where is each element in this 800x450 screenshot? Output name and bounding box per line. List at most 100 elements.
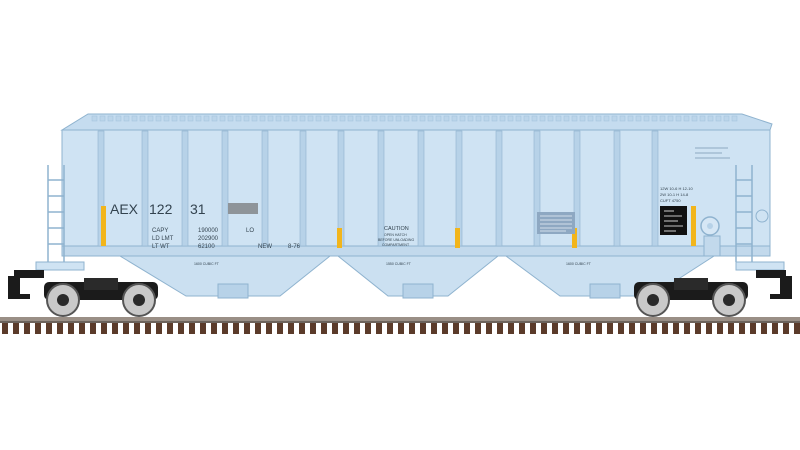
side-post	[181, 130, 189, 247]
tie	[706, 323, 712, 334]
roof-hatch	[691, 115, 698, 122]
dimension-line-2: 2W 10-1 H 14-8	[660, 192, 689, 197]
ld-lmt-label: LD LMT	[152, 236, 174, 242]
lt-wt-value: 62100	[198, 244, 215, 250]
tie	[211, 323, 217, 334]
tie	[343, 323, 349, 334]
caution-line3: COMPARTMENT	[382, 243, 410, 247]
hopper-bay-left	[118, 255, 332, 297]
cubic-ft-right: 1600 CUBIC FT	[566, 262, 592, 266]
truck-right	[634, 278, 748, 317]
roof-hatch	[675, 115, 682, 122]
tie	[123, 323, 129, 334]
roof-hatch	[459, 115, 466, 122]
roof-hatch	[467, 115, 474, 122]
roof-hatch	[347, 115, 354, 122]
roof-hatch	[91, 115, 98, 122]
roof-hatch	[595, 115, 602, 122]
tie	[728, 323, 734, 334]
ld-lmt-value: 202900	[198, 236, 219, 242]
roof-hatch	[619, 115, 626, 122]
roof-hatch	[539, 115, 546, 122]
caution-title: CAUTION	[384, 226, 409, 232]
brake-housing	[703, 235, 721, 257]
tie	[277, 323, 283, 334]
tie	[497, 323, 503, 334]
tie	[2, 323, 8, 334]
caution-line2: BEFORE UNLOADING	[378, 238, 414, 242]
roof-hatch	[267, 115, 274, 122]
tie	[717, 323, 723, 334]
roof-hatch	[171, 115, 178, 122]
side-post	[613, 130, 621, 247]
roof-hatch	[683, 115, 690, 122]
roof-hatch	[147, 115, 154, 122]
coupler-right	[756, 270, 792, 299]
tie	[112, 323, 118, 334]
roof-hatch	[387, 115, 394, 122]
tie	[288, 323, 294, 334]
outlet-gate-mid	[402, 283, 434, 299]
side-post	[417, 130, 425, 247]
tie	[222, 323, 228, 334]
roof-hatch	[427, 115, 434, 122]
tie	[233, 323, 239, 334]
tie	[563, 323, 569, 334]
tie	[486, 323, 492, 334]
roof-hatch	[275, 115, 282, 122]
roof-hatch	[507, 115, 514, 122]
tie	[640, 323, 646, 334]
roof-hatch	[403, 115, 410, 122]
tie	[46, 323, 52, 334]
dimension-line-1: 12W 10-6 H 12-10	[660, 186, 693, 191]
tie	[134, 323, 140, 334]
roof-hatch	[379, 115, 386, 122]
tie	[310, 323, 316, 334]
ladder-left	[47, 165, 65, 262]
tie	[101, 323, 107, 334]
reflector-stripe	[337, 228, 342, 248]
roof-hatch	[579, 115, 586, 122]
dimension-line-3: CUFT 4750	[660, 198, 681, 203]
roof-hatch	[451, 115, 458, 122]
roof-hatch	[515, 115, 522, 122]
roof-hatch	[483, 115, 490, 122]
capy-label: CAPY	[152, 228, 168, 234]
wheel-hub	[723, 294, 735, 306]
tie	[178, 323, 184, 334]
reflector-stripe	[101, 206, 106, 246]
roof-hatch	[195, 115, 202, 122]
roof-hatch	[611, 115, 618, 122]
truck-left	[44, 278, 158, 317]
tie	[453, 323, 459, 334]
tie	[442, 323, 448, 334]
side-post	[533, 130, 541, 247]
tie	[299, 323, 305, 334]
roof-hatch	[339, 115, 346, 122]
tie	[420, 323, 426, 334]
tie	[57, 323, 63, 334]
roof-hatch	[131, 115, 138, 122]
roof-hatch	[707, 115, 714, 122]
tie	[266, 323, 272, 334]
tie	[585, 323, 591, 334]
outlet-gate-right	[589, 283, 621, 299]
tie	[24, 323, 30, 334]
roof-hatch	[123, 115, 130, 122]
tie	[145, 323, 151, 334]
tie	[13, 323, 19, 334]
ladder-right	[735, 165, 753, 262]
outlet-gate-left	[217, 283, 249, 299]
roof-hatch	[659, 115, 666, 122]
lo-label: LO	[246, 228, 254, 234]
tie	[651, 323, 657, 334]
tie	[761, 323, 767, 334]
roof-hatch	[435, 115, 442, 122]
tie	[607, 323, 613, 334]
tie	[508, 323, 514, 334]
roof-hatch	[627, 115, 634, 122]
tie	[464, 323, 470, 334]
roof-hatch	[395, 115, 402, 122]
roof-hatch	[499, 115, 506, 122]
